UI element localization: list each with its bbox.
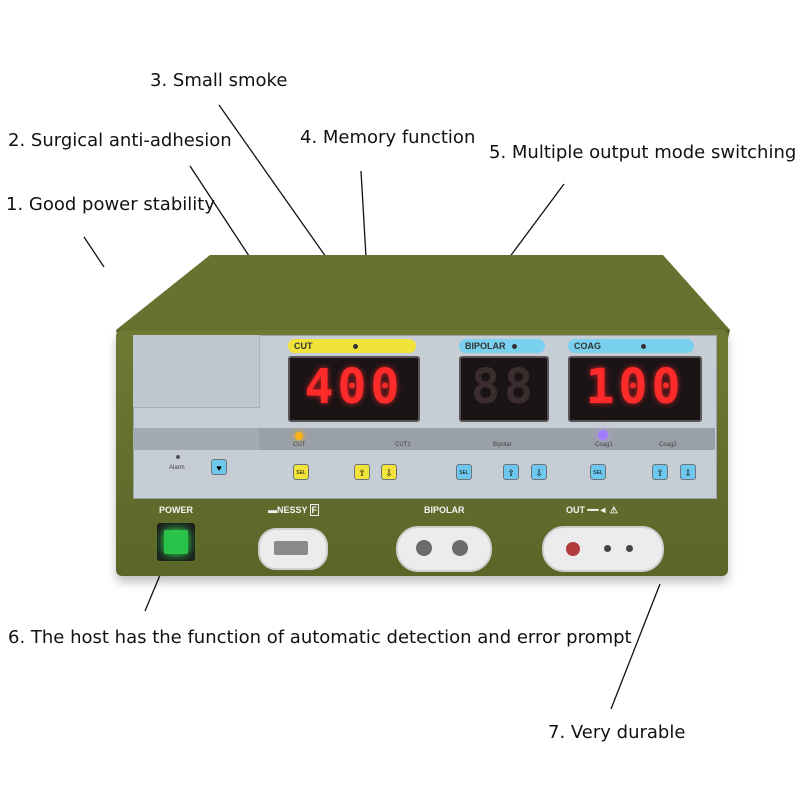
cut-down-button[interactable]: ⇩: [381, 464, 397, 480]
alarm-label: Alarm: [169, 465, 185, 471]
monopolar-socket-hole-right: [626, 545, 633, 552]
callout-memory-function: 4. Memory function: [300, 127, 476, 148]
panel-blank-area: [133, 335, 260, 408]
callout-mode-switching: 5. Multiple output mode switching: [489, 142, 797, 163]
panel-mode-strip: [259, 428, 715, 450]
power-switch-light: [164, 530, 188, 554]
bipolar-header: BIPOLAR: [459, 339, 545, 353]
coag1-led: [598, 430, 608, 440]
panel-strip-left: [133, 428, 259, 450]
bipolar-header-dot: [511, 344, 517, 350]
monopolar-output-socket[interactable]: [542, 526, 664, 572]
power-switch[interactable]: [157, 523, 195, 561]
coag1-sub-label: Coag1: [595, 442, 613, 448]
bipolar-header-label: BIPOLAR: [465, 341, 506, 351]
bipolar-up-button[interactable]: ⇧: [503, 464, 519, 480]
cut-header: CUT: [288, 339, 416, 353]
bipolar-select-button[interactable]: SEL: [456, 464, 472, 480]
callout-line-5: [502, 183, 565, 267]
nessy-socket-slot: [274, 541, 308, 555]
bipolar-down-button[interactable]: ⇩: [531, 464, 547, 480]
bipolar-sub-label: Bipolar: [493, 442, 512, 448]
coag-down-button[interactable]: ⇩: [680, 464, 696, 480]
callout-anti-adhesion: 2. Surgical anti-adhesion: [8, 130, 232, 151]
callout-auto-detection: 6. The host has the function of automati…: [8, 627, 632, 648]
bipolar-port-label: BIPOLAR: [424, 505, 465, 515]
nessy-text: NESSY: [277, 505, 308, 515]
bipolar-socket-hole-right: [452, 540, 468, 556]
coag-header: COAG: [568, 339, 694, 353]
alarm-reset-button[interactable]: ♥: [211, 459, 227, 475]
coag-up-button[interactable]: ⇧: [652, 464, 668, 480]
cut-select-button[interactable]: SEL: [293, 464, 309, 480]
nessy-badge: F: [309, 504, 320, 516]
cut-sub-label: CUT: [293, 442, 306, 448]
bipolar-socket[interactable]: [396, 526, 492, 572]
cut-up-button[interactable]: ⇧: [354, 464, 370, 480]
coag2-sub-label: Coag2: [659, 442, 677, 448]
power-label: POWER: [159, 505, 194, 515]
callout-power-stability: 1. Good power stability: [6, 194, 215, 215]
heart-icon: ♥: [216, 463, 222, 473]
plate-icon: ▬: [268, 505, 277, 515]
coag-select-button[interactable]: SEL: [590, 464, 606, 480]
coag-header-dot: [641, 344, 646, 350]
cut-display: 400: [288, 356, 420, 422]
callout-line-4: [360, 170, 367, 258]
out-label: OUT ━━◄ ⚠: [566, 505, 618, 516]
warning-icon: ⚠: [609, 505, 618, 515]
out-text: OUT: [566, 505, 585, 515]
pencil-icon: ━━◄: [587, 505, 608, 515]
callout-small-smoke: 3. Small smoke: [150, 70, 288, 91]
callout-line-2: [189, 165, 254, 263]
coag-display: 100: [568, 356, 702, 422]
monopolar-socket-hole-active: [566, 542, 580, 556]
alarm-led: [176, 455, 180, 459]
bipolar-socket-hole-left: [416, 540, 432, 556]
callout-durable: 7. Very durable: [548, 722, 686, 743]
cut-led: [295, 432, 303, 440]
callout-line-7: [610, 583, 661, 710]
callout-line-3: [218, 104, 327, 258]
cut2-sub-label: CUT2: [395, 442, 411, 448]
monopolar-socket-hole-mid: [604, 545, 611, 552]
cut-header-label: CUT: [294, 341, 313, 351]
cut-header-dot: [352, 344, 358, 350]
nessy-socket[interactable]: [258, 528, 328, 570]
coag-header-label: COAG: [574, 341, 601, 351]
callout-line-1: [83, 236, 105, 268]
bipolar-display: 88: [459, 356, 549, 422]
